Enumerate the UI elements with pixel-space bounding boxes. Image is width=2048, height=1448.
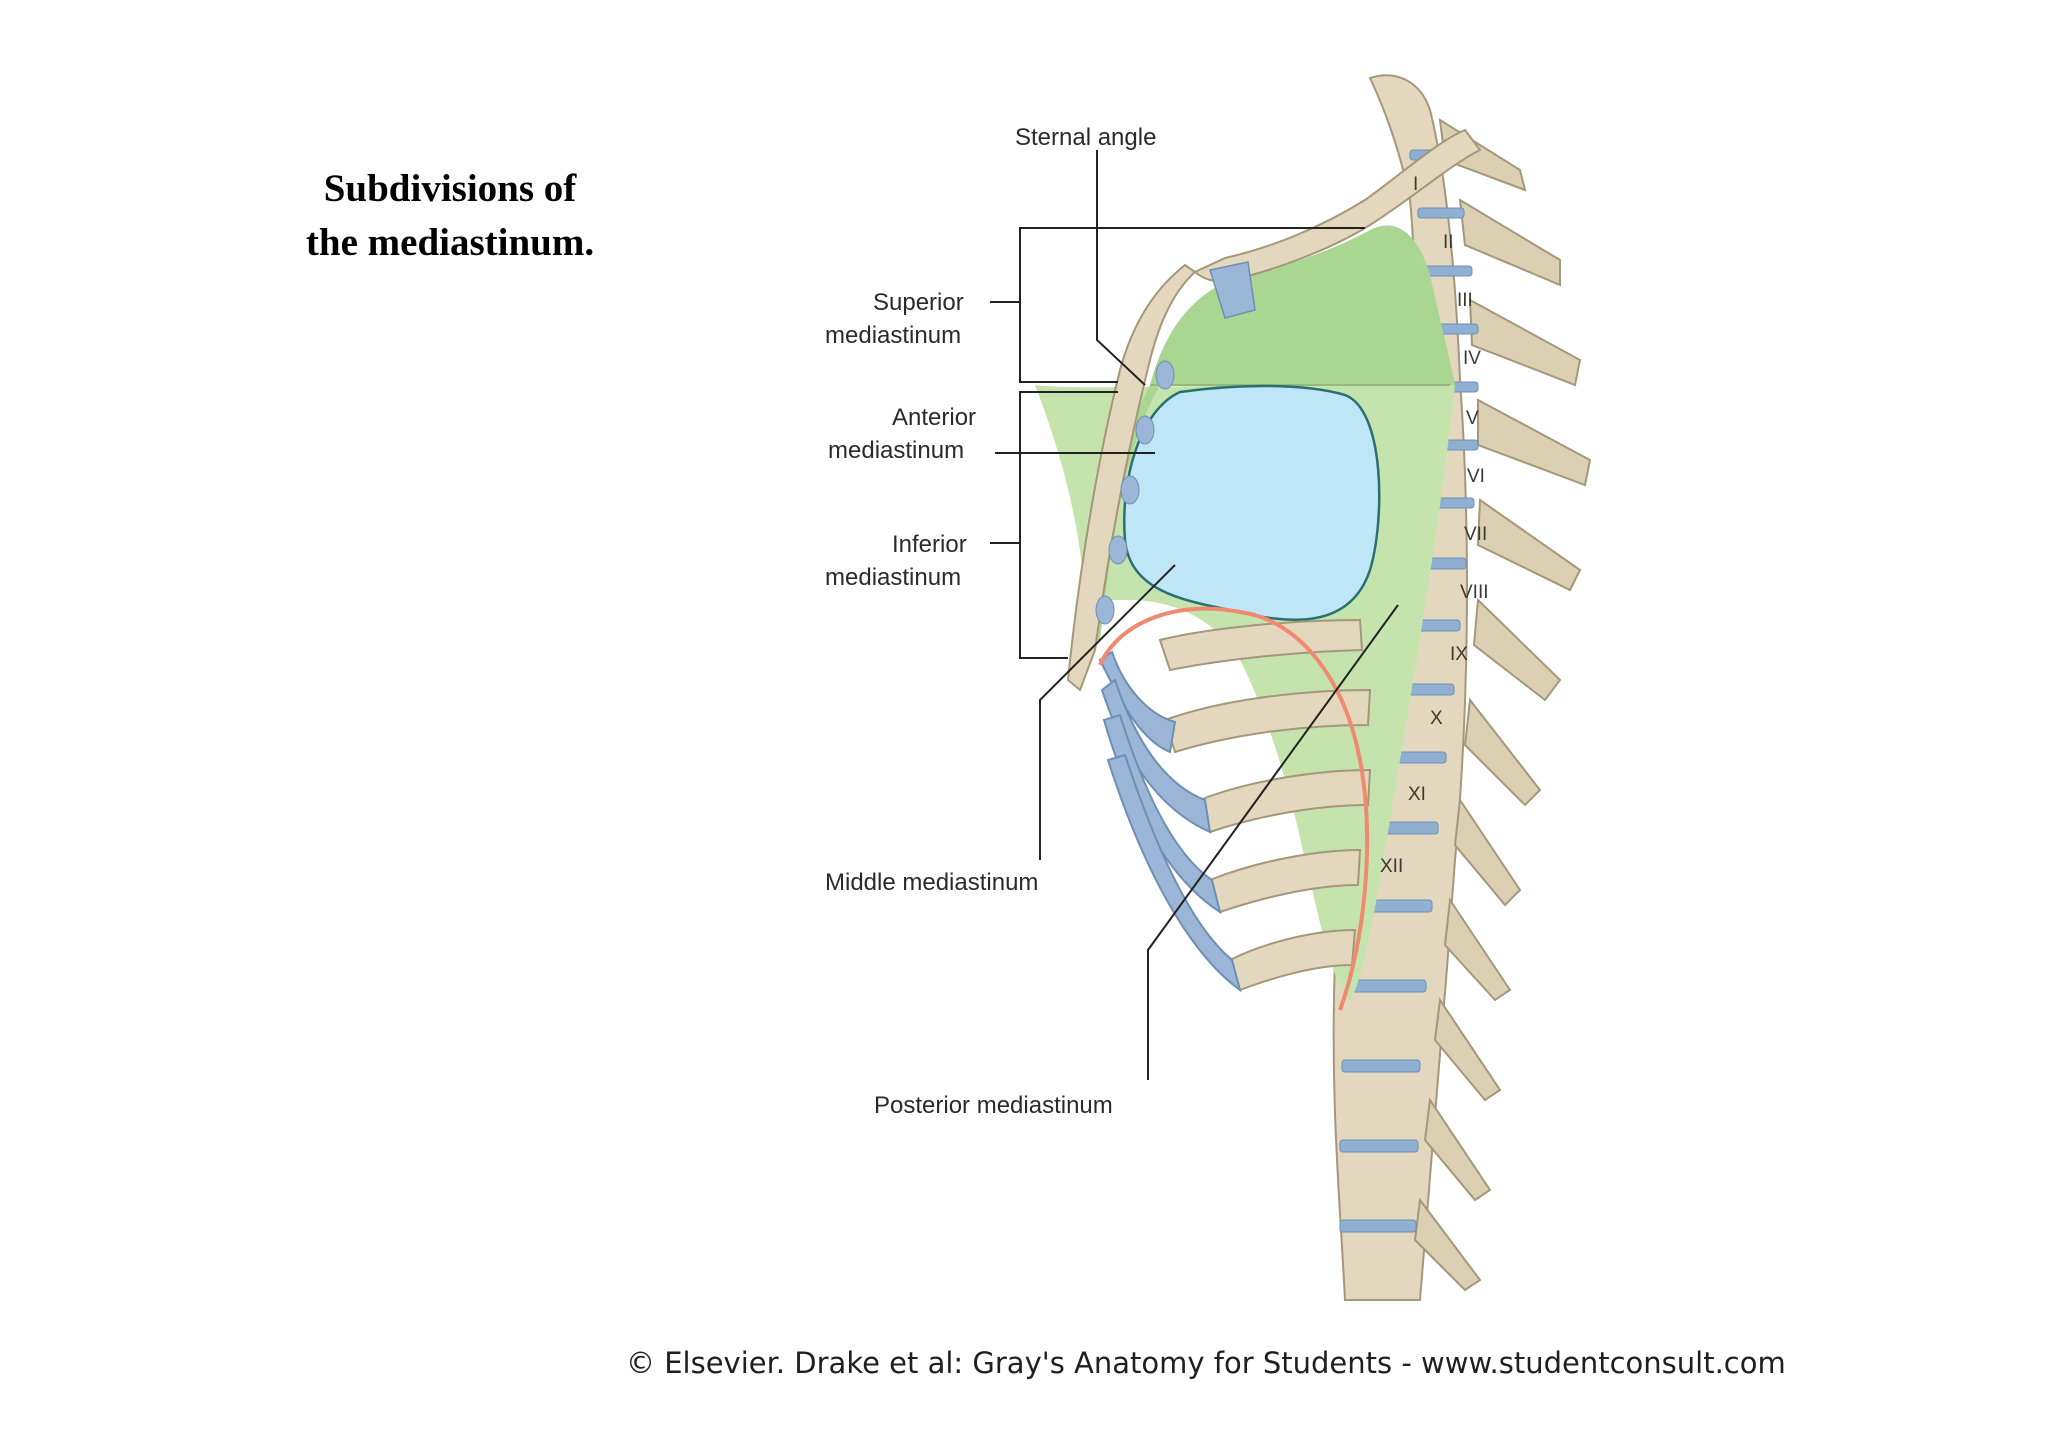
vertebra-label-5: V [1466,408,1479,429]
slide-title-line-2: the mediastinum. [305,221,595,264]
vertebra-label-2: II [1443,232,1454,253]
label-anterior-line-2: mediastinum [828,437,964,464]
label-anterior-line-1: Anterior [892,404,976,431]
region-labels: Sternal angle Superior mediastinum Anter… [825,124,1156,1119]
vertebra-label-11: XI [1408,784,1426,805]
middle-mediastinum-region [1123,384,1381,621]
label-inferior-line-2: mediastinum [825,564,961,591]
superior-mediastinum-region [1150,225,1455,385]
superior-bracket [1019,227,1365,383]
sternal-angle-leader [1096,150,1146,386]
diaphragm-outline [1098,606,1370,1011]
inferior-bracket [1019,391,1118,659]
vertebra-label-9: IX [1450,644,1468,665]
vertebra-label-10: X [1430,708,1443,729]
slide-title: Subdivisions of the mediastinum. [250,162,650,270]
label-superior-line-2: mediastinum [825,322,961,349]
middle-leader [1039,564,1176,860]
label-middle-mediastinum: Middle mediastinum [825,869,1038,896]
spinous-processes [1413,118,1592,1292]
copyright-credit: © Elsevier. Drake et al: Gray's Anatomy … [626,1346,1786,1380]
vertebra-labels: I II III IV V VI VII VIII IX X XI XII [1380,174,1489,877]
vertebra-label-1: I [1413,174,1418,195]
vertebra-label-7: VII [1464,524,1487,545]
vertebra-label-12: XII [1380,856,1403,877]
vertebra-label-4: IV [1463,348,1481,369]
posterior-leader [1147,604,1399,1080]
leader-lines [990,150,1399,1080]
sternum-and-first-rib [1066,128,1482,692]
vertebra-label-3: III [1457,290,1473,311]
lower-ribs [1098,618,1372,993]
label-posterior-mediastinum: Posterior mediastinum [874,1092,1113,1119]
label-inferior-line-1: Inferior [892,531,967,558]
label-superior-line-1: Superior [873,289,964,316]
label-sternal-angle: Sternal angle [1015,124,1156,151]
slide-title-line-1: Subdivisions of [323,167,577,210]
vertebra-label-8: VIII [1460,582,1489,603]
vertebra-label-6: VI [1467,466,1485,487]
